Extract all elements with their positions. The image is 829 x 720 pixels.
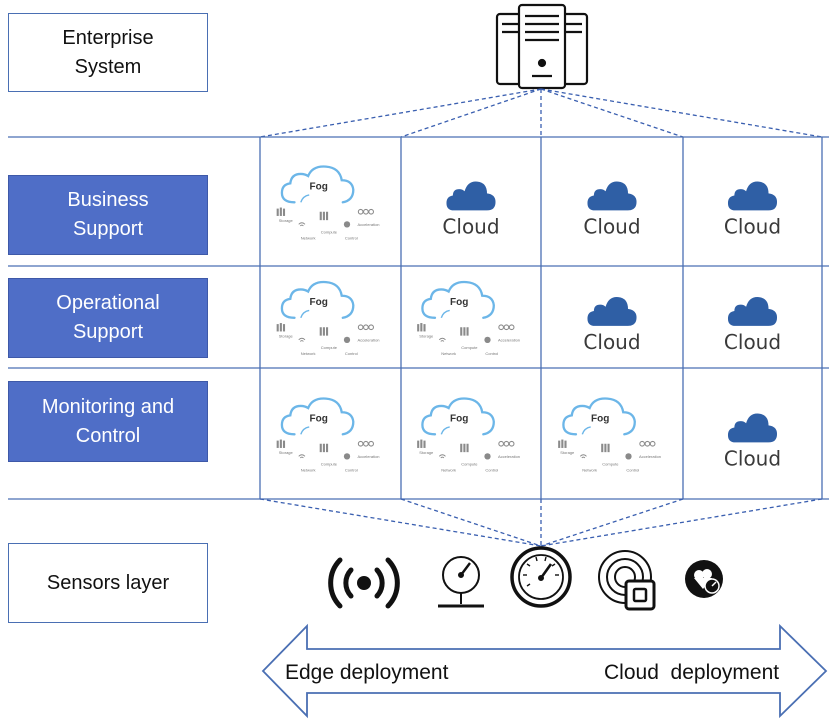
cloud-icon (587, 297, 637, 326)
cloud-cell: Cloud (583, 297, 641, 354)
fog-resource-label: Network (582, 468, 597, 473)
speedometer-icon (510, 546, 572, 608)
operational-support-label: Operational Support (56, 292, 160, 343)
fog-label: Fog (591, 414, 609, 425)
cloud-icon (587, 181, 637, 211)
fog-resource-label: Acceleration (358, 222, 380, 227)
cloud-label: Cloud (724, 447, 781, 471)
cloud-label: Cloud (724, 330, 781, 354)
fog-resource-label: Acceleration (498, 338, 520, 343)
cloud-cell: Cloud (442, 181, 500, 239)
layer-grid (8, 136, 829, 500)
fog-resource-label: Control (345, 468, 358, 473)
deployment-cells: FogStorageNetworkComputeControlAccelerat… (275, 165, 781, 473)
business-support-label: Business Support (67, 189, 149, 240)
operational-support-box: Operational Support (8, 278, 208, 358)
fog-resource-label: Network (301, 351, 316, 356)
monitoring-control-label: Monitoring and Control (41, 395, 175, 447)
fog-resource-label: Control (485, 351, 498, 356)
sensor-connector-lines (259, 498, 823, 547)
server-icon (495, 3, 589, 90)
fog-label: Fog (309, 414, 327, 425)
business-support-box: Business Support (8, 175, 208, 255)
fog-resource-label: Acceleration (358, 338, 380, 343)
fog-resource-label: Storage (279, 218, 294, 223)
server-connector-lines (259, 88, 823, 138)
cloud-cell: Cloud (724, 297, 781, 354)
fog-resource-label: Control (345, 236, 358, 241)
dashboard-gauge-icon (685, 560, 723, 598)
fog-label: Fog (309, 297, 327, 308)
sensors-layer-box: Sensors layer (8, 543, 208, 623)
fog-resource-label: Network (441, 351, 456, 356)
cloud-label: Cloud (442, 215, 499, 239)
cloud-icon (727, 413, 778, 443)
fog-resource-label: Control (626, 468, 639, 473)
cloud-label: Cloud (583, 215, 640, 239)
edge-deployment-label: Edge deployment (285, 661, 449, 684)
cloud-icon (446, 181, 496, 211)
fog-resource-label: Network (301, 468, 316, 473)
cloud-label: Cloud (583, 330, 640, 354)
fog-label: Fog (450, 297, 468, 308)
fog-resource-label: Storage (419, 450, 434, 455)
fog-resource-label: Network (441, 468, 456, 473)
fog-resource-label: Acceleration (639, 454, 661, 459)
fog-label: Fog (450, 414, 468, 425)
wireless-signal-icon (328, 557, 400, 609)
monitoring-control-box: Monitoring and Control (8, 381, 208, 462)
fog-resource-label: Compute (321, 345, 338, 350)
fog-resource-label: Compute (461, 461, 478, 466)
fog-resource-label: Storage (279, 450, 294, 455)
cloud-icon (727, 297, 778, 326)
fog-resource-label: Storage (560, 450, 575, 455)
fog-resource-label: Compute (321, 461, 338, 466)
enterprise-system-box: Enterprise System (8, 13, 208, 92)
cloud-cell: Cloud (583, 181, 641, 239)
cloud-label: Cloud (724, 215, 781, 239)
cloud-cell: Cloud (724, 413, 781, 471)
fog-resource-label: Control (485, 468, 498, 473)
fog-resource-label: Compute (602, 461, 619, 466)
fog-resource-label: Compute (461, 345, 478, 350)
cloud-cell: Cloud (724, 181, 781, 239)
pressure-gauge-icon (438, 556, 484, 608)
enterprise-system-label: Enterprise System (62, 26, 154, 78)
fog-resource-label: Compute (321, 229, 338, 234)
cloud-deployment-label: Cloud deployment (604, 661, 779, 684)
cloud-icon (727, 181, 778, 211)
fog-label: Fog (309, 182, 327, 193)
fog-resource-label: Control (345, 351, 358, 356)
sensors-layer-label: Sensors layer (46, 571, 170, 594)
rfid-tag-icon (598, 550, 656, 611)
deployment-arrow: Edge deployment Cloud deployment (261, 623, 828, 719)
fog-resource-label: Acceleration (358, 454, 380, 459)
fog-resource-label: Acceleration (498, 454, 520, 459)
fog-resource-label: Network (301, 236, 316, 241)
fog-resource-label: Storage (279, 333, 294, 338)
fog-resource-label: Storage (419, 333, 434, 338)
